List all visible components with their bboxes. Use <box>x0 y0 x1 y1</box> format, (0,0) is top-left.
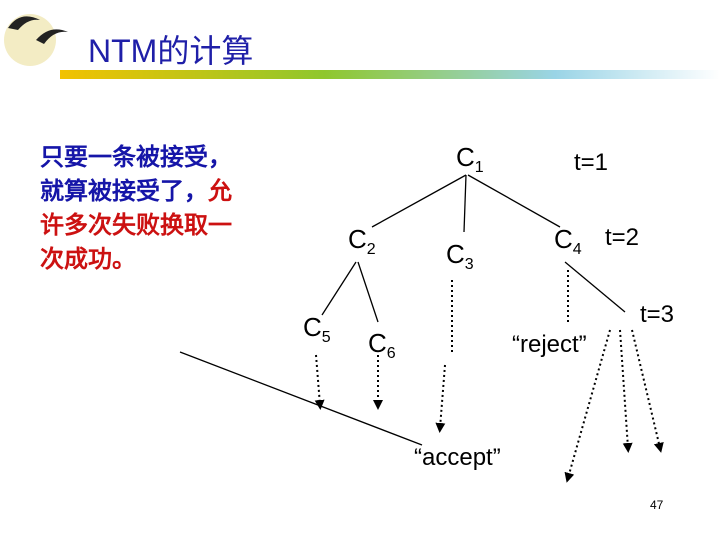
tree-edges <box>180 175 625 445</box>
node-c4: C4 <box>554 224 582 258</box>
edge-c1-c2 <box>372 175 466 227</box>
node-c6: C6 <box>368 328 396 362</box>
time-label-t1: t=1 <box>574 149 608 176</box>
time-label-t2: t=2 <box>605 224 639 251</box>
reject-label: “reject” <box>512 331 587 358</box>
callout-line <box>180 352 422 445</box>
edge-c2-c6 <box>358 262 378 322</box>
node-c3: C3 <box>446 239 474 273</box>
edge-c2-c5 <box>322 262 356 315</box>
time-label-t3: t=3 <box>640 301 674 328</box>
page-number: 47 <box>650 498 663 512</box>
edge-c4-t3 <box>565 262 625 312</box>
arrow-t3-2 <box>620 330 628 448</box>
edge-c1-c3 <box>464 175 466 232</box>
node-c1: C1 <box>456 142 484 176</box>
node-c2: C2 <box>348 224 376 258</box>
arrow-c5 <box>316 355 320 405</box>
accept-label: “accept” <box>414 444 501 471</box>
arrow-accept <box>440 365 445 428</box>
arrow-t3-3 <box>632 330 660 448</box>
edge-c1-c4 <box>468 175 560 227</box>
node-c5: C5 <box>303 312 331 346</box>
